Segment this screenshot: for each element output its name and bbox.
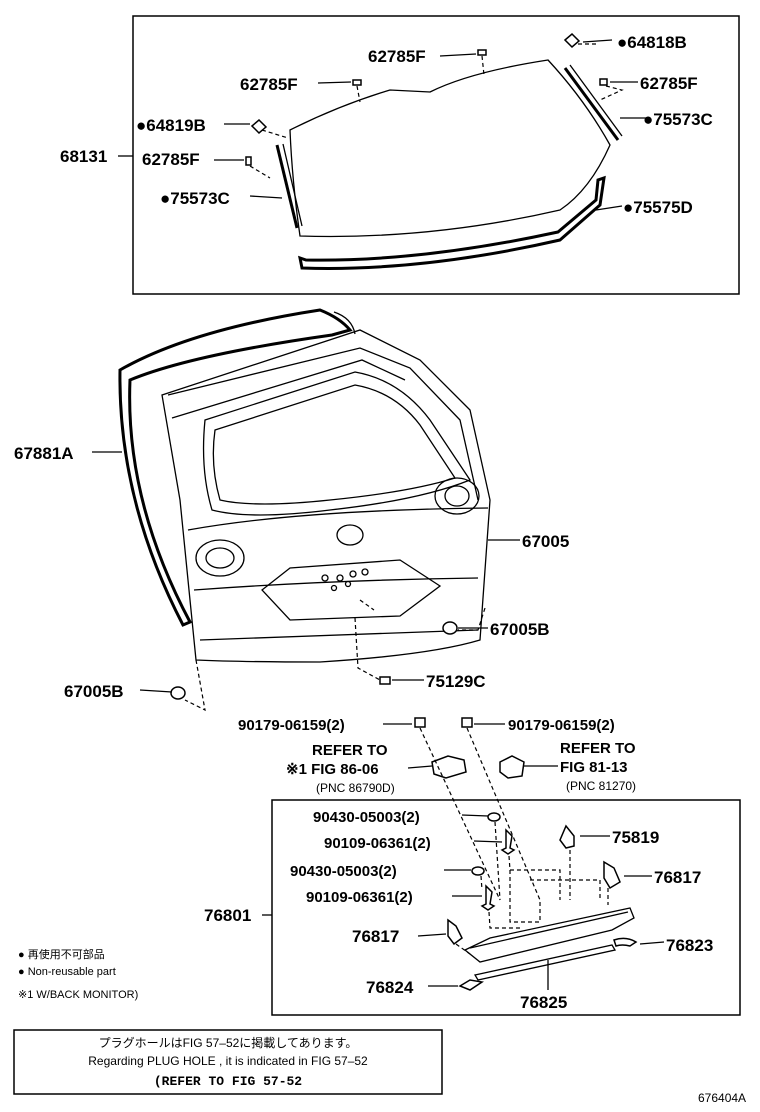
washer-90430-a — [487, 812, 501, 822]
label-90179-right: 90179-06159(2) — [508, 717, 615, 734]
refer-left-line1: REFER TO — [312, 742, 388, 759]
plug-67005B-left — [170, 686, 186, 700]
glass-group-box — [132, 15, 740, 295]
door-window-opening — [202, 371, 471, 516]
garnish-group-box — [271, 799, 741, 1016]
dam-strip-right — [563, 67, 620, 141]
back-window-glass — [289, 59, 611, 238]
label-62785F-right: 62785F — [640, 74, 698, 93]
note-box — [13, 1029, 443, 1095]
note-ref: (REFER TO FIG 57-52 — [154, 1074, 302, 1089]
refer-left-line2: ※1 FIG 86-06 — [286, 761, 379, 778]
dam-strip-left — [275, 144, 299, 229]
label-76823: 76823 — [666, 936, 713, 955]
label-67005B-right: 67005B — [490, 620, 550, 639]
clip-90179-right — [461, 717, 473, 728]
label-75129C: 75129C — [426, 672, 486, 691]
clip-62785F-right — [599, 78, 608, 86]
label-90109-a: 90109-06361(2) — [324, 835, 431, 852]
figure-id: 676404A — [698, 1091, 746, 1105]
seal-strip-76825 — [473, 944, 617, 981]
washer-90430-b — [471, 866, 485, 876]
emblem-area — [336, 524, 364, 546]
label-76801: 76801 — [204, 906, 251, 925]
clip-62785F-left — [352, 79, 362, 86]
lamp-hole-left — [195, 539, 245, 577]
note-jp: プラグホールはFIG 57–52に掲載してあります。 — [99, 1035, 358, 1050]
part-76824 — [458, 979, 484, 991]
label-75573C-right: ●75573C — [643, 110, 713, 129]
label-75575D: ●75575D — [623, 198, 693, 217]
refer-right-line2: FIG 81-13 — [560, 759, 628, 776]
label-76817-right: 76817 — [654, 868, 701, 887]
spacer-64818B — [563, 32, 581, 49]
clip-75819 — [559, 824, 575, 849]
clip-76817-right — [603, 860, 621, 890]
clip-76817-left — [447, 918, 463, 946]
back-camera — [431, 755, 467, 779]
label-64819B: ●64819B — [136, 116, 206, 135]
label-76825: 76825 — [520, 993, 567, 1012]
label-90179-left: 90179-06159(2) — [238, 717, 345, 734]
label-62785F-left: 62785F — [240, 75, 298, 94]
back-door-panel — [161, 329, 491, 663]
label-64818B: ●64818B — [617, 33, 687, 52]
license-lamp — [499, 755, 525, 779]
refer-left-line3: (PNC 86790D) — [316, 781, 395, 795]
plug-67005B-right — [442, 621, 458, 635]
legend-monitor: ※1 W/BACK MONITOR) — [18, 989, 138, 1001]
label-75573C-left: ●75573C — [160, 189, 230, 208]
label-68131: 68131 — [60, 147, 107, 166]
back-door-garnish — [463, 907, 635, 963]
clip-90179-left — [414, 717, 426, 728]
glass-lower-molding — [298, 175, 606, 270]
label-75819: 75819 — [612, 828, 659, 847]
legend-en: ● Non-reusable part — [18, 966, 116, 978]
plug-75129C — [379, 676, 391, 685]
label-76817-left: 76817 — [352, 927, 399, 946]
label-76824: 76824 — [366, 978, 414, 997]
weatherstrip-67881A — [118, 308, 353, 627]
legend-jp: ● 再使用不可部品 — [18, 947, 105, 961]
label-67005: 67005 — [522, 532, 569, 551]
screw-90109-a — [500, 828, 516, 855]
clip-62785F-mid — [245, 156, 252, 166]
label-90430-b: 90430-05003(2) — [290, 863, 397, 880]
screw-90109-b — [480, 884, 496, 911]
note-en: Regarding PLUG HOLE , it is indicated in… — [88, 1054, 368, 1068]
label-67005B-left: 67005B — [64, 682, 124, 701]
label-90430-a: 90430-05003(2) — [313, 809, 420, 826]
clip-62785F-top — [477, 49, 487, 56]
label-62785F-mid: 62785F — [142, 150, 200, 169]
part-76823 — [613, 937, 638, 947]
label-67881A: 67881A — [14, 444, 74, 463]
refer-right-line1: REFER TO — [560, 740, 636, 757]
lamp-hole-right — [434, 477, 480, 515]
label-62785F-top: 62785F — [368, 47, 426, 66]
label-90109-b: 90109-06361(2) — [306, 889, 413, 906]
refer-right-line3: (PNC 81270) — [566, 779, 636, 793]
